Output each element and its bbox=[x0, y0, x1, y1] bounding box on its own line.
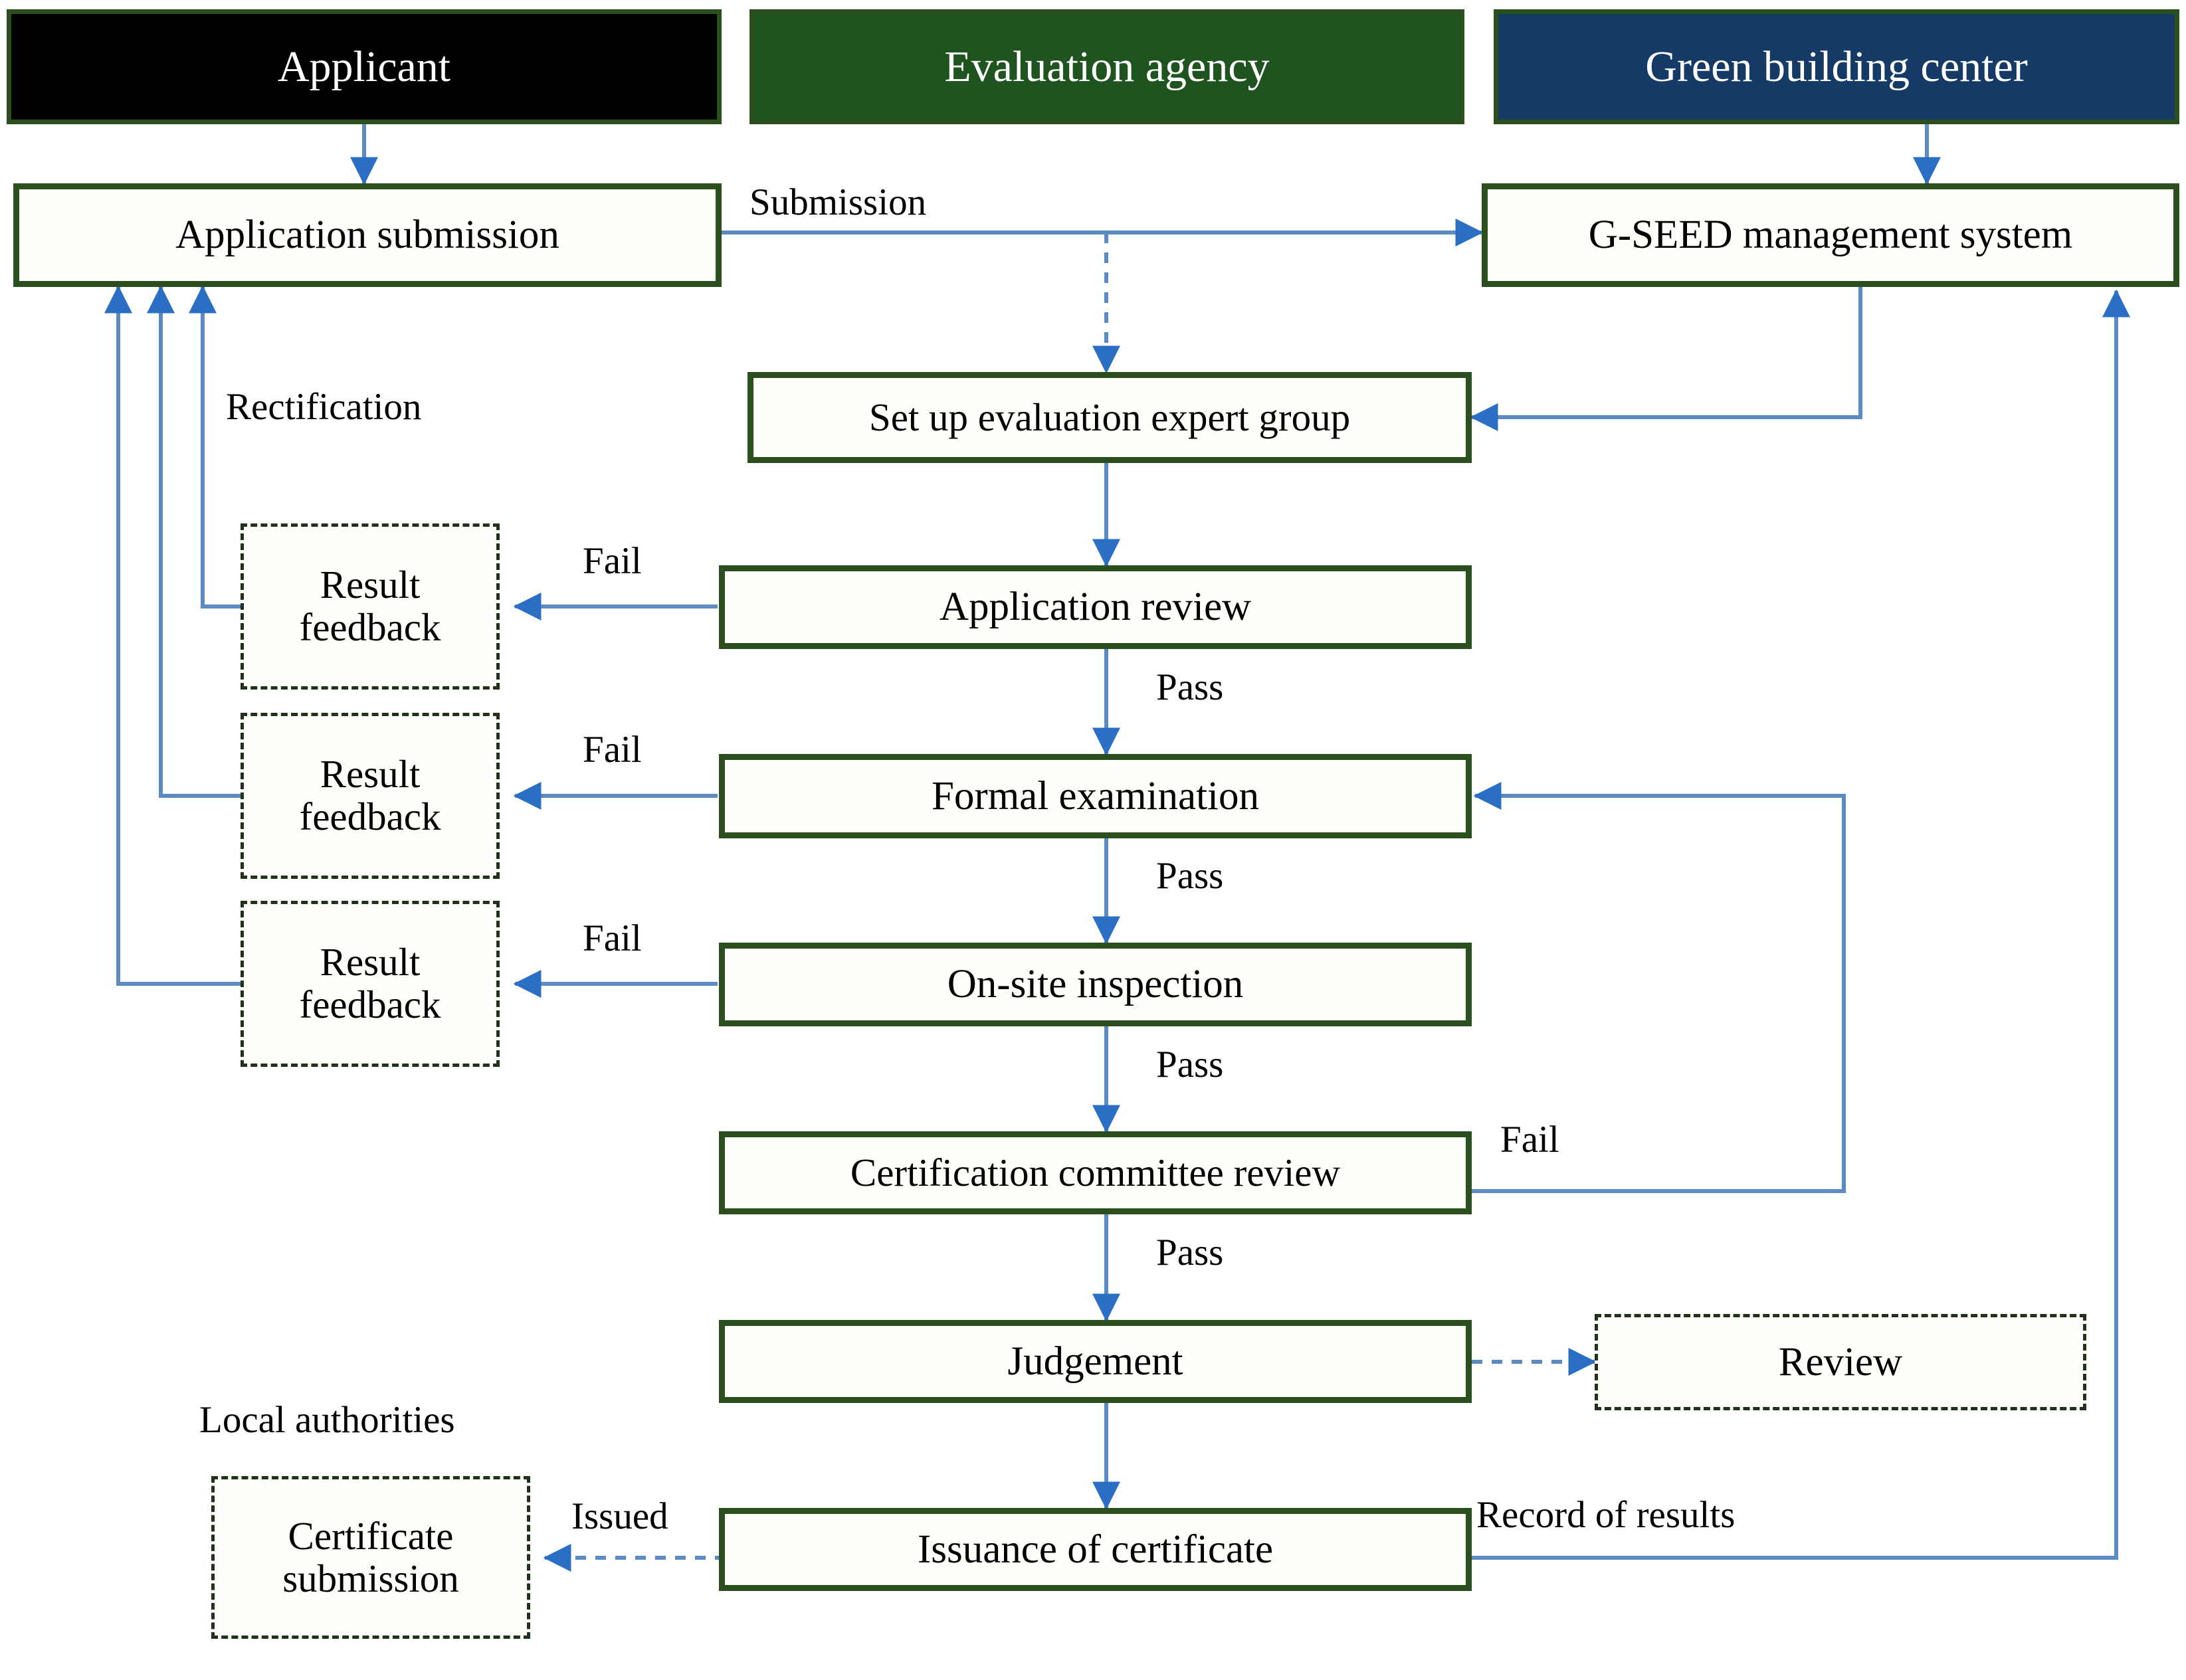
edge-label-pass-1: Pass bbox=[1156, 666, 1224, 708]
node-gseed-management-system[interactable]: G-SEED management system bbox=[1482, 183, 2179, 287]
node-setup-expert-group[interactable]: Set up evaluation expert group bbox=[747, 372, 1472, 463]
node-label-gseed-management-system: G-SEED management system bbox=[1588, 213, 2073, 258]
edge-record-of-results bbox=[1472, 289, 2130, 1560]
annotation-local-authorities: Local authorities bbox=[199, 1399, 455, 1441]
node-result-feedback-3[interactable]: Result feedback bbox=[241, 901, 500, 1067]
node-label-result-feedback-2: Result feedback bbox=[299, 752, 441, 838]
node-label-certification-committee-review: Certification committee review bbox=[850, 1150, 1341, 1194]
node-result-feedback-2[interactable]: Result feedback bbox=[241, 713, 500, 879]
node-formal-examination[interactable]: Formal examination bbox=[719, 754, 1472, 838]
edge-label-submission: Submission bbox=[749, 181, 927, 223]
edge-label-pass-3: Pass bbox=[1156, 1044, 1224, 1085]
edge-label-fail-2: Fail bbox=[583, 729, 642, 771]
node-label-application-review: Application review bbox=[939, 585, 1252, 630]
edge-label-rectification: Rectification bbox=[226, 386, 422, 428]
node-review[interactable]: Review bbox=[1595, 1314, 2086, 1410]
swimlane-header-evaluation-agency: Evaluation agency bbox=[749, 9, 1464, 124]
node-application-review[interactable]: Application review bbox=[719, 565, 1472, 649]
edge-label-fail-1: Fail bbox=[583, 540, 642, 582]
edge-label-fail-3: Fail bbox=[583, 917, 642, 959]
swimlane-header-green-building-center: Green building center bbox=[1494, 9, 2179, 124]
node-label-result-feedback-3: Result feedback bbox=[299, 940, 441, 1026]
edge-label-pass-2: Pass bbox=[1156, 855, 1224, 897]
edge-label-record-of-results: Record of results bbox=[1476, 1494, 1736, 1536]
node-label-application-submission: Application submission bbox=[175, 213, 559, 258]
edge-rectification-3 bbox=[104, 285, 246, 986]
node-label-certificate-submission: Certificate submission bbox=[282, 1513, 459, 1600]
edge-label-issued: Issued bbox=[571, 1495, 668, 1537]
edge-gseed-to-setup-expert-group bbox=[1470, 286, 1862, 431]
edge-fail-committee-to-formal-exam bbox=[1472, 782, 1846, 1193]
edge-label-pass-4: Pass bbox=[1156, 1232, 1224, 1273]
swimlane-label-green-building-center: Green building center bbox=[1645, 42, 2028, 91]
node-label-setup-expert-group: Set up evaluation expert group bbox=[868, 395, 1351, 439]
edge-rectification-2 bbox=[147, 285, 246, 798]
node-label-issuance-of-certificate: Issuance of certificate bbox=[917, 1527, 1274, 1572]
node-label-formal-examination: Formal examination bbox=[932, 773, 1259, 818]
swimlane-header-applicant: Applicant bbox=[7, 9, 722, 124]
node-result-feedback-1[interactable]: Result feedback bbox=[241, 523, 500, 690]
node-application-submission[interactable]: Application submission bbox=[13, 183, 722, 287]
node-label-onsite-inspection: On-site inspection bbox=[947, 962, 1244, 1007]
node-label-result-feedback-1: Result feedback bbox=[299, 563, 441, 649]
node-onsite-inspection[interactable]: On-site inspection bbox=[719, 943, 1472, 1026]
node-label-judgement: Judgement bbox=[1007, 1339, 1183, 1384]
edge-label-fail-committee: Fail bbox=[1500, 1119, 1559, 1161]
solid-connectors bbox=[104, 124, 2130, 1560]
node-label-review: Review bbox=[1778, 1339, 1903, 1384]
dashed-connectors bbox=[543, 233, 1597, 1572]
node-issuance-of-certificate[interactable]: Issuance of certificate bbox=[719, 1508, 1472, 1591]
swimlane-label-evaluation-agency: Evaluation agency bbox=[944, 42, 1270, 91]
edge-rectification-1 bbox=[189, 285, 246, 608]
node-certificate-submission[interactable]: Certificate submission bbox=[211, 1476, 530, 1639]
node-certification-committee-review[interactable]: Certification committee review bbox=[719, 1131, 1472, 1214]
swimlane-label-applicant: Applicant bbox=[277, 42, 451, 91]
node-judgement[interactable]: Judgement bbox=[719, 1320, 1472, 1403]
